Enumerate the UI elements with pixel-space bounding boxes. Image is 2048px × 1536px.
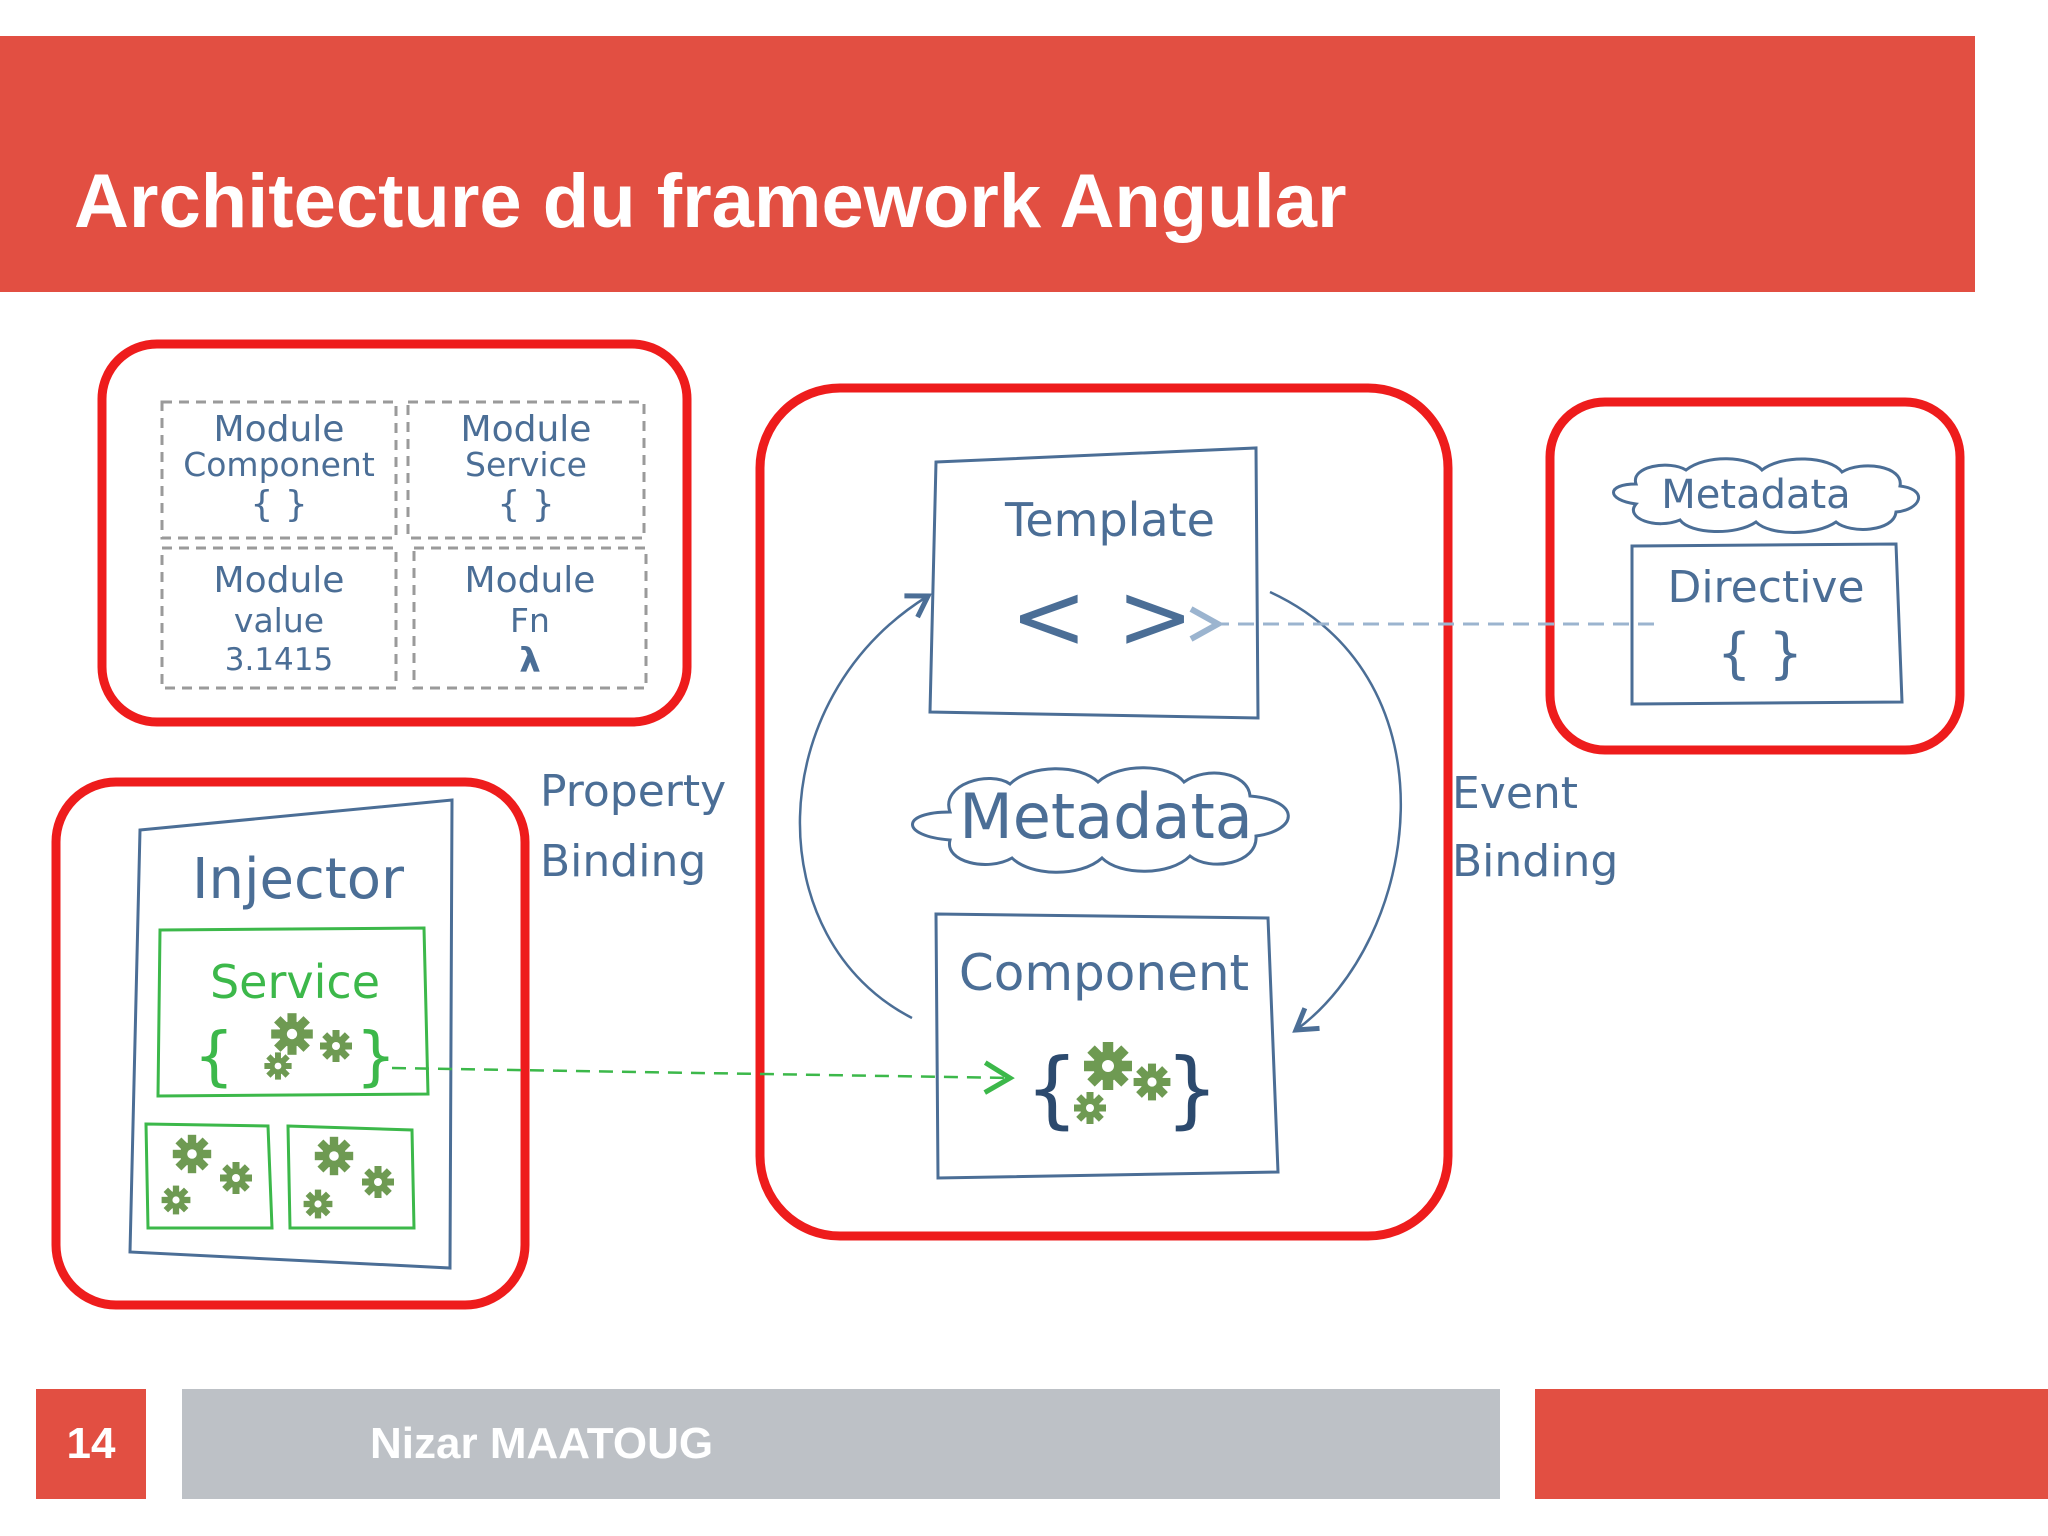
- module-fn-name: Fn: [510, 601, 550, 640]
- module-component-name: Component: [183, 445, 375, 484]
- gear-icon: [1134, 1064, 1171, 1101]
- module-fn-lambda: λ: [519, 641, 541, 681]
- service-brace-left: {: [194, 1020, 235, 1094]
- module-service-symbol: { }: [497, 484, 554, 525]
- component-brace-left: {: [1025, 1040, 1078, 1138]
- directive-group: Metadata Directive { }: [1550, 402, 1960, 750]
- component-brace-right: }: [1165, 1040, 1218, 1138]
- component-label: Component: [959, 944, 1249, 1002]
- service-label: Service: [210, 955, 380, 1009]
- gear-icon: [271, 1013, 313, 1055]
- property-binding-label-line2: Binding: [540, 836, 706, 887]
- footer-right-block: [1535, 1389, 2048, 1499]
- module-component-title: Module: [214, 409, 345, 450]
- page-number: 14: [36, 1389, 146, 1499]
- directive-label: Directive: [1667, 562, 1864, 613]
- modules-group: Module Component { } Module Service { } …: [102, 344, 687, 722]
- author-name: Nizar MAATOUG: [370, 1389, 713, 1499]
- gear-icon: [173, 1135, 211, 1173]
- service-brace-right: }: [356, 1020, 397, 1094]
- gear-icon: [1084, 1042, 1132, 1090]
- event-binding-label-line1: Event: [1452, 768, 1578, 819]
- injector-group: Injector Service { }: [56, 782, 525, 1305]
- module-service-name: Service: [465, 445, 587, 484]
- gear-icon: [315, 1137, 353, 1175]
- module-value-title: Module: [214, 560, 345, 601]
- gear-icon: [1074, 1092, 1106, 1124]
- module-fn-title: Module: [465, 560, 596, 601]
- directive-metadata-label: Metadata: [1661, 472, 1850, 518]
- template-label: Template: [1004, 493, 1215, 547]
- gear-icon: [220, 1162, 252, 1194]
- gear-icon: [162, 1186, 191, 1215]
- component-group: Template < > Metadata Component { }: [760, 388, 1448, 1236]
- service-to-component-connector: [392, 1068, 1010, 1078]
- module-value-name: value: [234, 601, 324, 640]
- module-component-symbol: { }: [250, 484, 307, 525]
- event-binding-label-line2: Binding: [1452, 836, 1618, 887]
- metadata-label: Metadata: [959, 780, 1253, 853]
- gear-icon: [362, 1166, 394, 1198]
- directive-symbol: { }: [1717, 622, 1803, 685]
- template-symbol: < >: [1010, 563, 1193, 670]
- gear-icon: [304, 1190, 333, 1219]
- module-value-number: 3.1415: [225, 642, 333, 678]
- injector-label: Injector: [192, 847, 405, 912]
- gear-icon: [320, 1030, 352, 1062]
- gear-icon: [264, 1052, 291, 1079]
- property-binding-label-line1: Property: [540, 766, 726, 817]
- property-binding-arrow: [800, 596, 928, 1018]
- module-service-title: Module: [461, 409, 592, 450]
- event-binding-arrow: [1270, 592, 1401, 1030]
- injector-sub-box-1: [146, 1124, 272, 1228]
